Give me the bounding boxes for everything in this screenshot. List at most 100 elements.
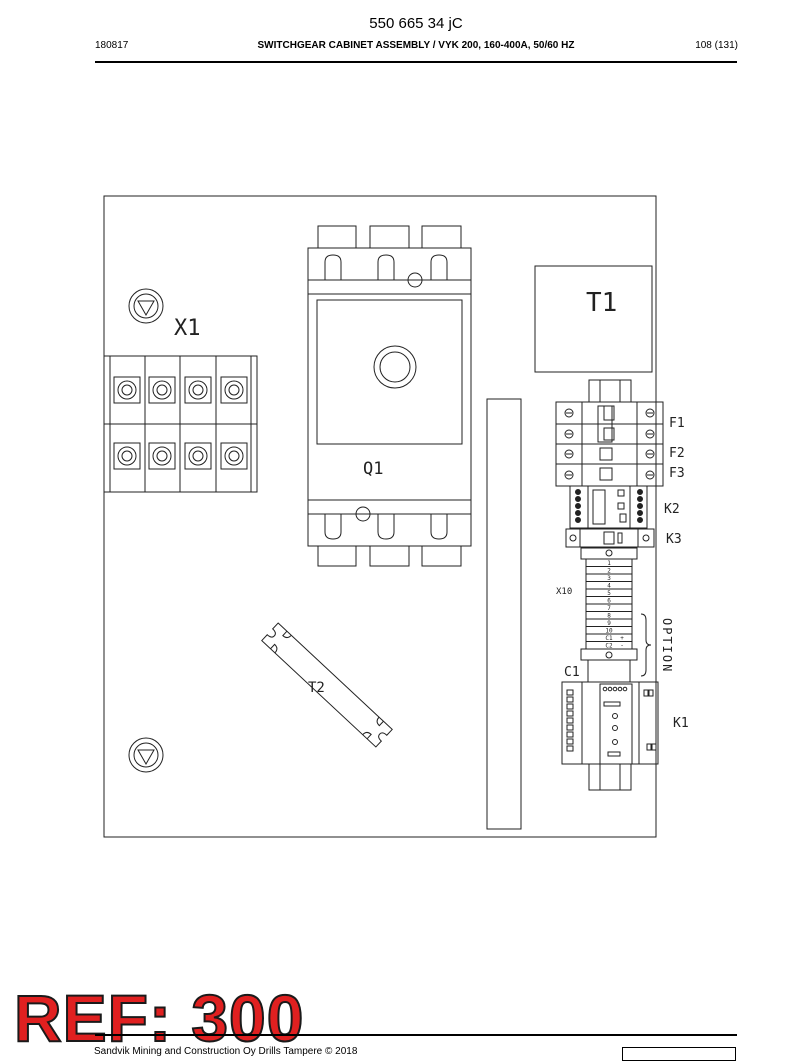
relay-window [607,751,621,757]
relay-terminal [637,496,643,502]
fuse-screw [645,429,655,439]
relay-window [603,701,621,707]
terminal-screw [184,376,212,404]
terminal-block-x1 [103,355,258,493]
mounting-plate [103,195,657,838]
terminal-number: 9 [607,620,611,627]
relay-terminal [637,517,643,523]
header-page-number: 108 (131) [695,40,738,51]
label-f2: F2 [669,446,685,461]
relay-terminal [566,703,574,710]
relay-led [617,686,623,692]
label-k3: K3 [666,532,682,547]
terminal-screw [184,442,212,470]
header-title: SWITCHGEAR CABINET ASSEMBLY / VYK 200, 1… [257,40,575,51]
terminal-number: 7 [607,605,611,612]
footer-copyright: Sandvik Mining and Construction Oy Drill… [94,1046,358,1057]
relay-terminal [650,743,657,751]
relay-k1 [561,681,659,791]
label-f1: F1 [669,416,685,431]
label-t1: T1 [586,288,617,318]
cable-duct [486,398,522,830]
component-c1 [587,659,631,683]
option-brace [640,613,652,677]
fuse-screw [564,470,574,480]
terminal-screw [220,376,248,404]
terminal-number: 5 [607,590,611,597]
relay-dial [612,713,618,719]
relay-led [622,686,628,692]
main-switch-q1 [307,225,472,567]
terminal-mark: + [620,635,624,642]
relay-led [607,686,613,692]
relay-terminal [646,743,653,751]
footer-rule [95,1034,737,1036]
relay-terminal [575,496,581,502]
fuse-screw [564,449,574,459]
company-logo [622,1047,736,1061]
terminal-screw [148,376,176,404]
relay-terminal [566,745,574,752]
terminal-number: 2 [607,568,611,575]
terminal-number: 6 [607,598,611,605]
relay-k2 [569,485,648,529]
terminal-screw [148,442,176,470]
relay-terminal [566,731,574,738]
relay-k3 [565,528,655,548]
relay-terminal [575,503,581,509]
terminal-number: 3 [607,575,611,582]
relay-terminal [575,489,581,495]
label-q1: Q1 [363,459,383,479]
label-k2: K2 [664,502,680,517]
mounting-hole-top [128,288,164,324]
label-c1: C1 [564,665,580,680]
terminal-number: 4 [607,583,611,590]
terminal-number: C1 [605,635,613,642]
terminal-number: 10 [605,628,613,635]
label-f3: F3 [669,466,685,481]
terminal-number: 8 [607,613,611,620]
relay-terminal [637,510,643,516]
relay-dial [612,739,618,745]
relay-terminal [643,689,650,697]
relay-terminal [637,503,643,509]
terminal-screw [113,442,141,470]
terminal-screw [220,442,248,470]
terminal-screw [113,376,141,404]
label-t2: T2 [308,680,325,696]
fuse-screw [645,449,655,459]
relay-led [602,686,608,692]
relay-terminal [566,724,574,731]
document-number: 550 665 34 jC [369,15,463,32]
fuse-screw [564,429,574,439]
fuse-screw [564,408,574,418]
fuses-f1-f3 [555,401,664,487]
relay-terminal [566,689,574,696]
ref-number-label: REF: 300 [13,981,305,1055]
relay-dial [612,725,618,731]
fuse-screw [645,470,655,480]
transformer-t1 [534,265,653,373]
relay-terminal [575,510,581,516]
header-date: 180817 [95,40,129,51]
relay-terminal [647,689,654,697]
component-t2 [261,622,393,748]
relay-terminal [566,696,574,703]
relay-terminal [637,489,643,495]
terminal-number: 1 [607,560,611,567]
relay-terminal [566,710,574,717]
terminal-number: C2 [605,643,613,650]
fuse-screw [645,408,655,418]
relay-terminal [566,738,574,745]
header-rule [95,61,737,63]
relay-terminal [575,517,581,523]
label-x10: X10 [556,587,572,597]
terminal-mark: - [620,643,624,650]
label-option: OPTION [660,618,674,673]
label-x1: X1 [174,316,201,341]
mounting-hole-bottom [128,737,164,773]
label-k1: K1 [673,716,689,731]
relay-terminal [566,717,574,724]
